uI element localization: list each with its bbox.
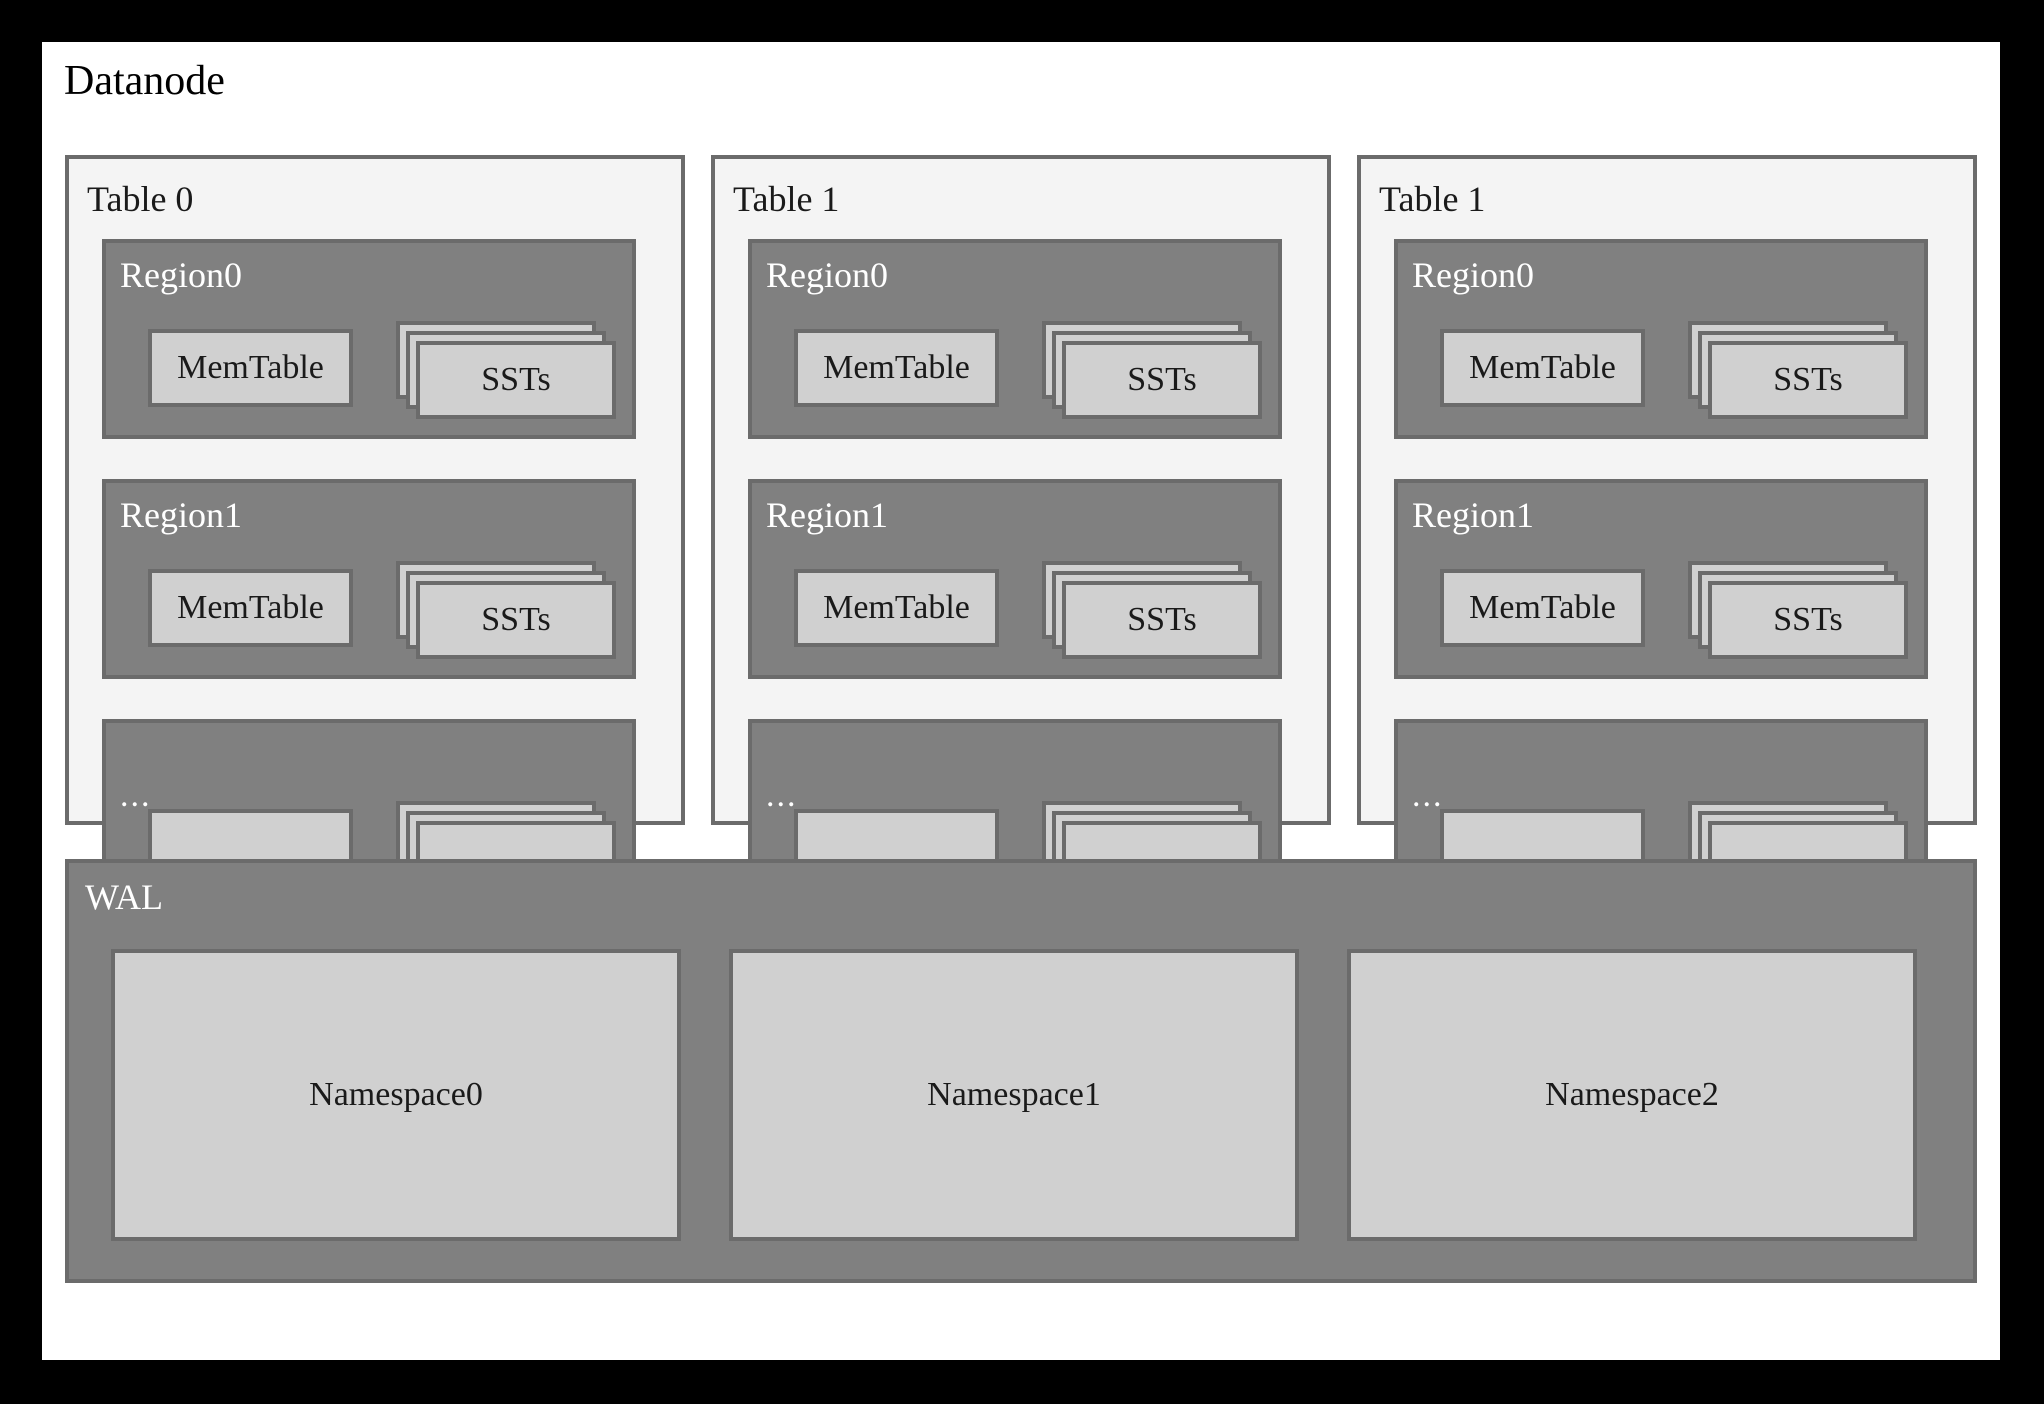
datanode-panel: Datanode Table 0 Region0 MemTable SSTs R… (42, 42, 2000, 1360)
table-panel-2[interactable]: Table 1 Region0 MemTable SSTs Region1 Me… (1357, 155, 1977, 919)
region-title: Region0 (1412, 255, 1534, 295)
table-title: Table 1 (733, 179, 840, 219)
region-box[interactable]: Region1 MemTable SSTs (102, 479, 636, 679)
region-box[interactable]: Region1 MemTable SSTs (1394, 479, 1928, 679)
memtable-box[interactable]: MemTable (1440, 569, 1645, 647)
sst-stack[interactable]: SSTs (1688, 321, 1910, 421)
region-title: Region0 (120, 255, 242, 295)
datanode-title: Datanode (64, 58, 225, 104)
sst-sheet-front[interactable]: SSTs (1708, 341, 1908, 419)
sst-stack[interactable]: SSTs (1042, 321, 1264, 421)
sst-stack[interactable]: SSTs (396, 321, 618, 421)
region-box[interactable]: Region0 MemTable SSTs (102, 239, 636, 439)
table-title: Table 0 (87, 179, 194, 219)
namespace-box-2[interactable]: Namespace2 (1347, 949, 1917, 1241)
sst-sheet-front[interactable]: SSTs (416, 341, 616, 419)
sst-sheet-front[interactable]: SSTs (1708, 581, 1908, 659)
sst-sheet-front[interactable]: SSTs (1062, 341, 1262, 419)
memtable-box[interactable]: MemTable (148, 569, 353, 647)
table-panel-0[interactable]: Table 0 Region0 MemTable SSTs Region1 Me… (65, 155, 685, 919)
sst-stack[interactable]: SSTs (1688, 561, 1910, 661)
region-ellipsis-label: ... (1412, 777, 1444, 814)
region-box[interactable]: Region1 MemTable SSTs (748, 479, 1282, 679)
region-box[interactable]: Region0 MemTable SSTs (1394, 239, 1928, 439)
memtable-box[interactable]: MemTable (148, 329, 353, 407)
region-box[interactable]: Region0 MemTable SSTs (748, 239, 1282, 439)
region-title: Region0 (766, 255, 888, 295)
region-title: Region1 (766, 495, 888, 535)
sst-stack[interactable]: SSTs (396, 561, 618, 661)
sst-stack[interactable]: SSTs (1042, 561, 1264, 661)
wal-band[interactable]: WAL Namespace0 Namespace1 Namespace2 (65, 859, 1977, 1283)
wal-title: WAL (85, 877, 163, 917)
sst-sheet-front[interactable]: SSTs (1062, 581, 1262, 659)
region-title: Region1 (120, 495, 242, 535)
memtable-box[interactable]: MemTable (794, 569, 999, 647)
tables-row: Table 0 Region0 MemTable SSTs Region1 Me… (65, 155, 1977, 919)
region-ellipsis-label: ... (766, 777, 798, 814)
table-panel-1[interactable]: Table 1 Region0 MemTable SSTs Region1 Me… (711, 155, 1331, 919)
table-title: Table 1 (1379, 179, 1486, 219)
sst-sheet-front[interactable]: SSTs (416, 581, 616, 659)
namespace-box-1[interactable]: Namespace1 (729, 949, 1299, 1241)
memtable-box[interactable]: MemTable (1440, 329, 1645, 407)
namespace-box-0[interactable]: Namespace0 (111, 949, 681, 1241)
memtable-box[interactable]: MemTable (794, 329, 999, 407)
region-ellipsis-label: ... (120, 777, 152, 814)
region-title: Region1 (1412, 495, 1534, 535)
